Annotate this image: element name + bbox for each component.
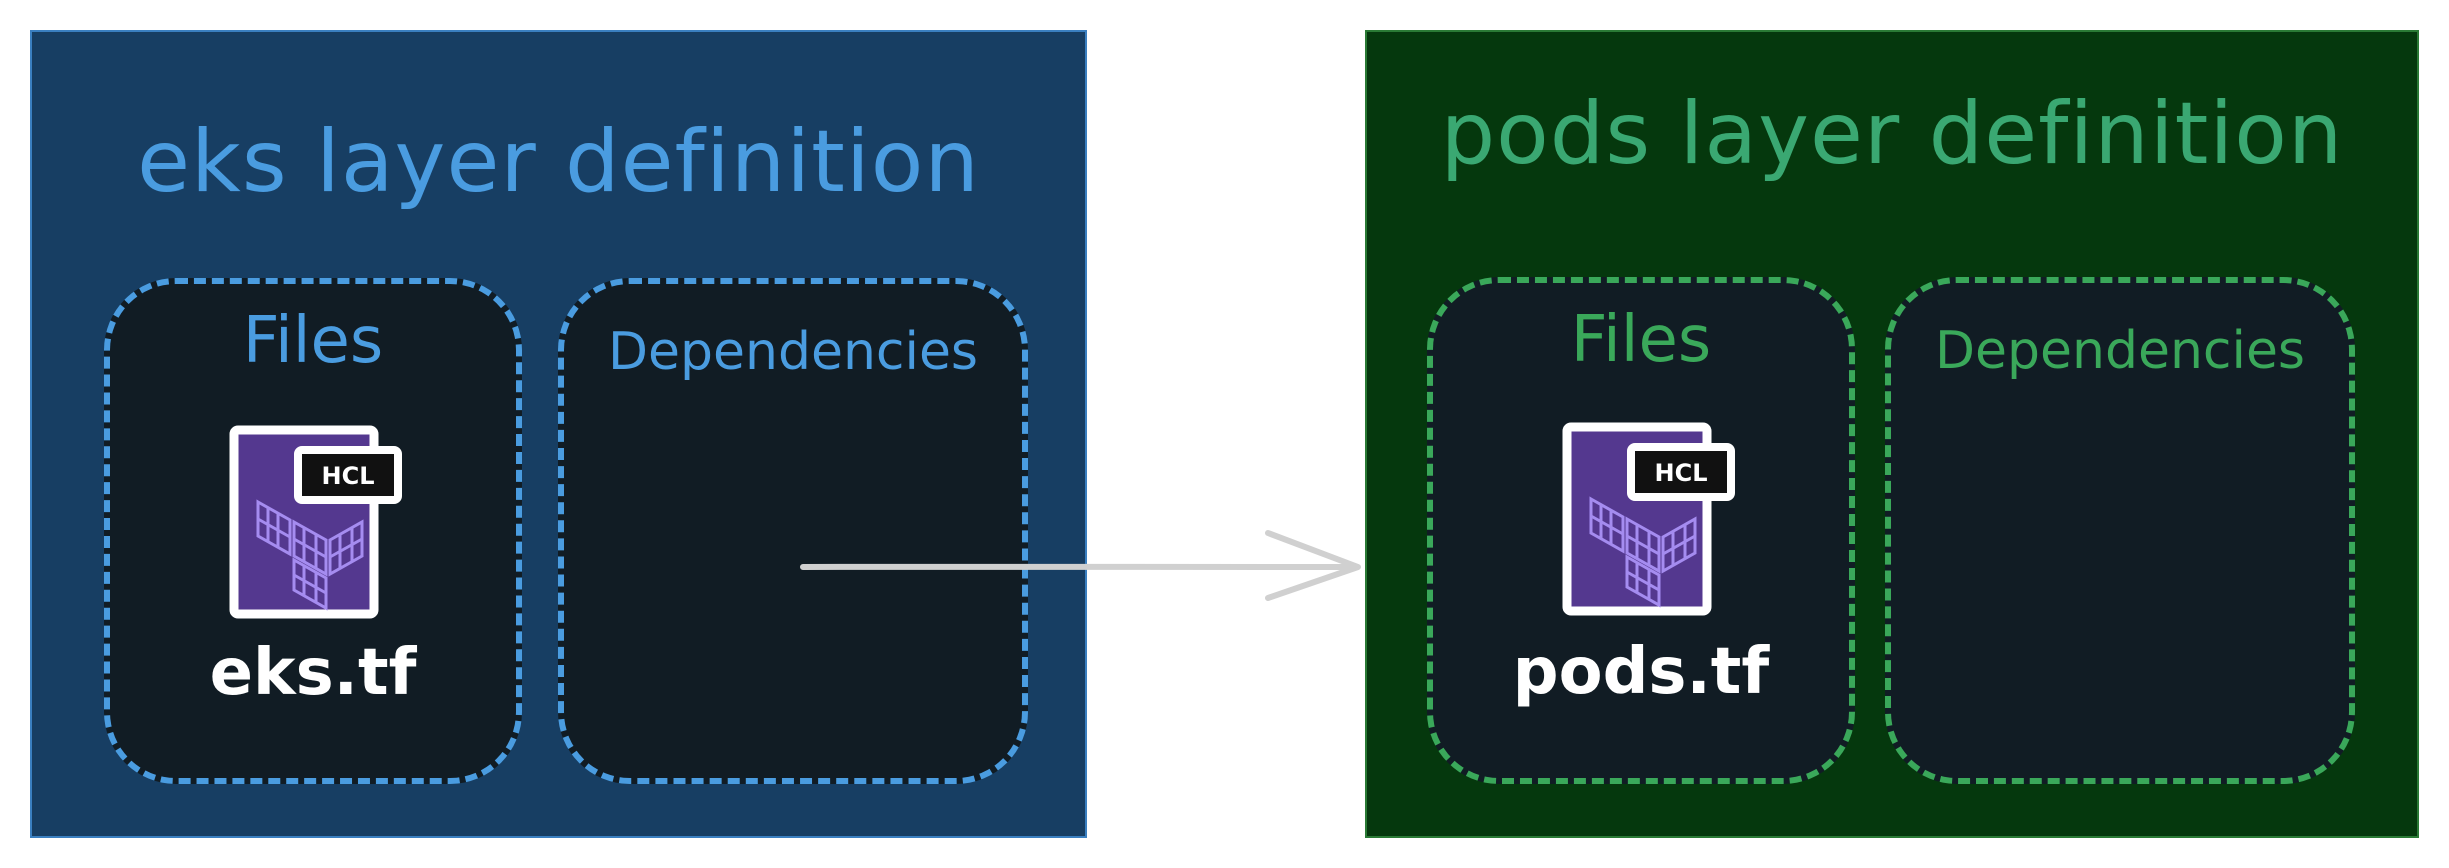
terraform-file-icon: HCL	[1561, 419, 1751, 619]
eks-layer-panel: eks layer definition Files	[30, 30, 1087, 838]
eks-layer-title: eks layer definition	[137, 112, 980, 212]
pods-files-label: Files	[1570, 303, 1712, 377]
pods-hcl-badge: HCL	[1655, 459, 1708, 487]
arrow-head	[1265, 530, 1361, 601]
pods-files-box: Files HCL pods.tf	[1427, 277, 1855, 784]
pods-layer-title: pods layer definition	[1440, 84, 2344, 184]
eks-dependencies-box: Dependencies	[558, 278, 1028, 784]
pods-dependencies-box: Dependencies	[1885, 277, 2355, 784]
pods-dependencies-label: Dependencies	[1934, 321, 2306, 381]
eks-dependencies-label: Dependencies	[607, 322, 979, 382]
pods-file-name: pods.tf	[1512, 635, 1770, 709]
terraform-file-icon: HCL	[228, 422, 418, 622]
eks-hcl-badge: HCL	[322, 462, 375, 490]
eks-file-name: eks.tf	[209, 636, 417, 710]
pods-layer-panel: pods layer definition Files	[1365, 30, 2419, 838]
eks-files-box: Files HCL eks.tf	[104, 278, 522, 784]
eks-files-label: Files	[242, 304, 384, 378]
